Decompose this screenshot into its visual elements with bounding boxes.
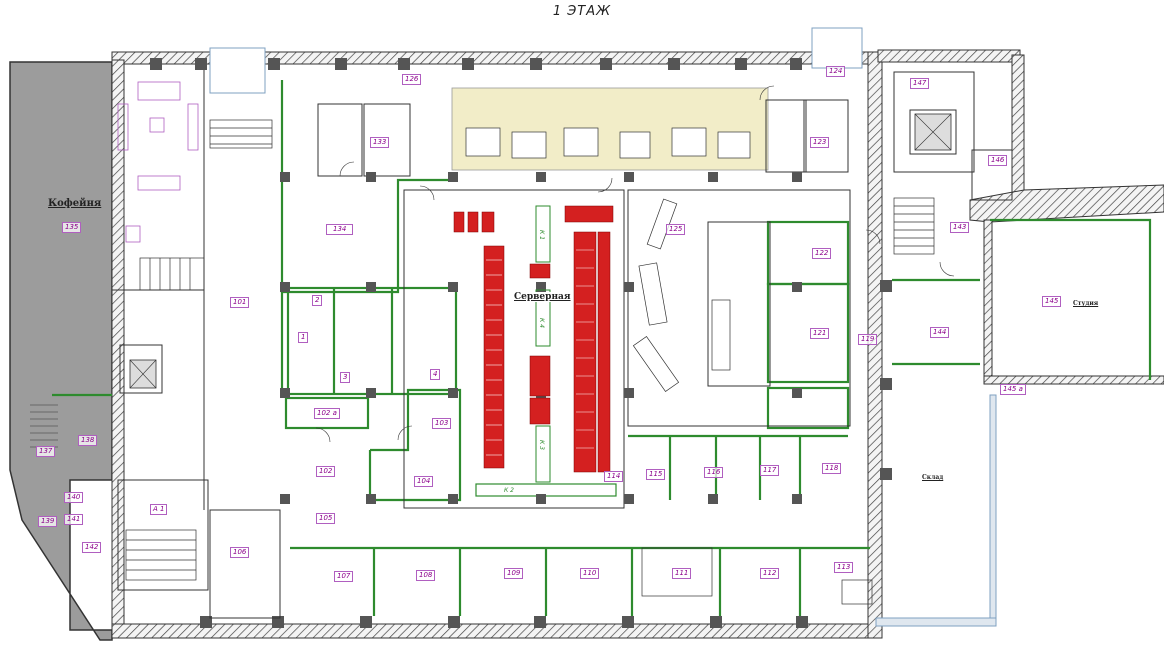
room-label: 104 [414,476,434,487]
rack-label-k2: К 2 [504,487,514,494]
room-label: 113 [834,562,854,573]
room-label: 147 [910,78,930,89]
rack-labels-frames [535,205,551,483]
room-label: 110 [580,568,600,579]
room-label: 3 [340,372,351,383]
room-label: 105 [316,513,336,524]
room-label: 103 [432,418,452,429]
room-label: 142 [82,542,102,553]
lobby-strip [451,87,769,171]
room-label: 115 [646,469,666,480]
floor-title: 1 ЭТАЖ [552,4,612,19]
room-label: 125 [666,224,686,235]
room-label: 133 [370,137,390,148]
room-label: 126 [402,74,422,85]
zone-server-label: Серверная [514,292,571,302]
room-label: 106 [230,547,250,558]
doors [315,85,955,443]
room-label: 102 а [314,408,340,419]
room-label: 124 [826,66,846,77]
room-label: 145 а [1000,384,1026,395]
room-label: 102 [316,466,336,477]
lobby-desks [465,127,751,159]
room-label: 118 [822,463,842,474]
workstations [632,198,873,605]
facade-piers [150,58,892,628]
room-label: 117 [760,465,780,476]
room-label: 146 [988,155,1008,166]
coffee-furniture [117,81,199,243]
structural-columns [280,172,802,504]
rack-label-k3: К 3 [538,440,545,450]
stairs [125,119,935,581]
room-label: 134 [326,224,354,235]
coffee-zone [9,61,113,641]
room-label: 119 [858,334,878,345]
room-label: 101 [230,297,250,308]
rack-label-k4: К 4 [538,318,545,328]
zone-studio-label: Студия [1073,300,1099,307]
room-label: 108 [416,570,436,581]
zone-coffee-label: Кофейня [48,198,102,209]
room-label: А 1 [150,504,168,515]
room-label: 1 [298,332,309,343]
room-label: 139 [38,516,58,527]
zone-storage-label: Склад [922,474,944,481]
room-label: 121 [810,328,830,339]
green-partitions [52,80,1152,616]
room-label: 138 [78,435,98,446]
rack-label-k1: К 1 [538,230,545,240]
room-label: 109 [504,568,524,579]
room-label: 114 [604,471,624,482]
room-label: 107 [334,571,354,582]
outer-walls [111,49,1164,639]
room-label: 140 [64,492,84,503]
room-label: 116 [704,467,724,478]
server-racks [453,205,614,473]
room-label: 4 [430,369,441,380]
room-label: 2 [312,295,323,306]
room-label: 144 [930,327,950,338]
room-label: 137 [36,446,56,457]
room-label: 141 [64,514,84,525]
room-label: 122 [812,248,832,259]
room-label: 111 [672,568,692,579]
room-label: 143 [950,222,970,233]
room-label: 145 [1042,296,1062,307]
entrance-vestibules [209,27,863,94]
room-label: 123 [810,137,830,148]
room-label: 112 [760,568,780,579]
rack-slots [486,249,594,456]
room-label: 135 [62,222,82,233]
thin-partitions [112,70,1013,619]
